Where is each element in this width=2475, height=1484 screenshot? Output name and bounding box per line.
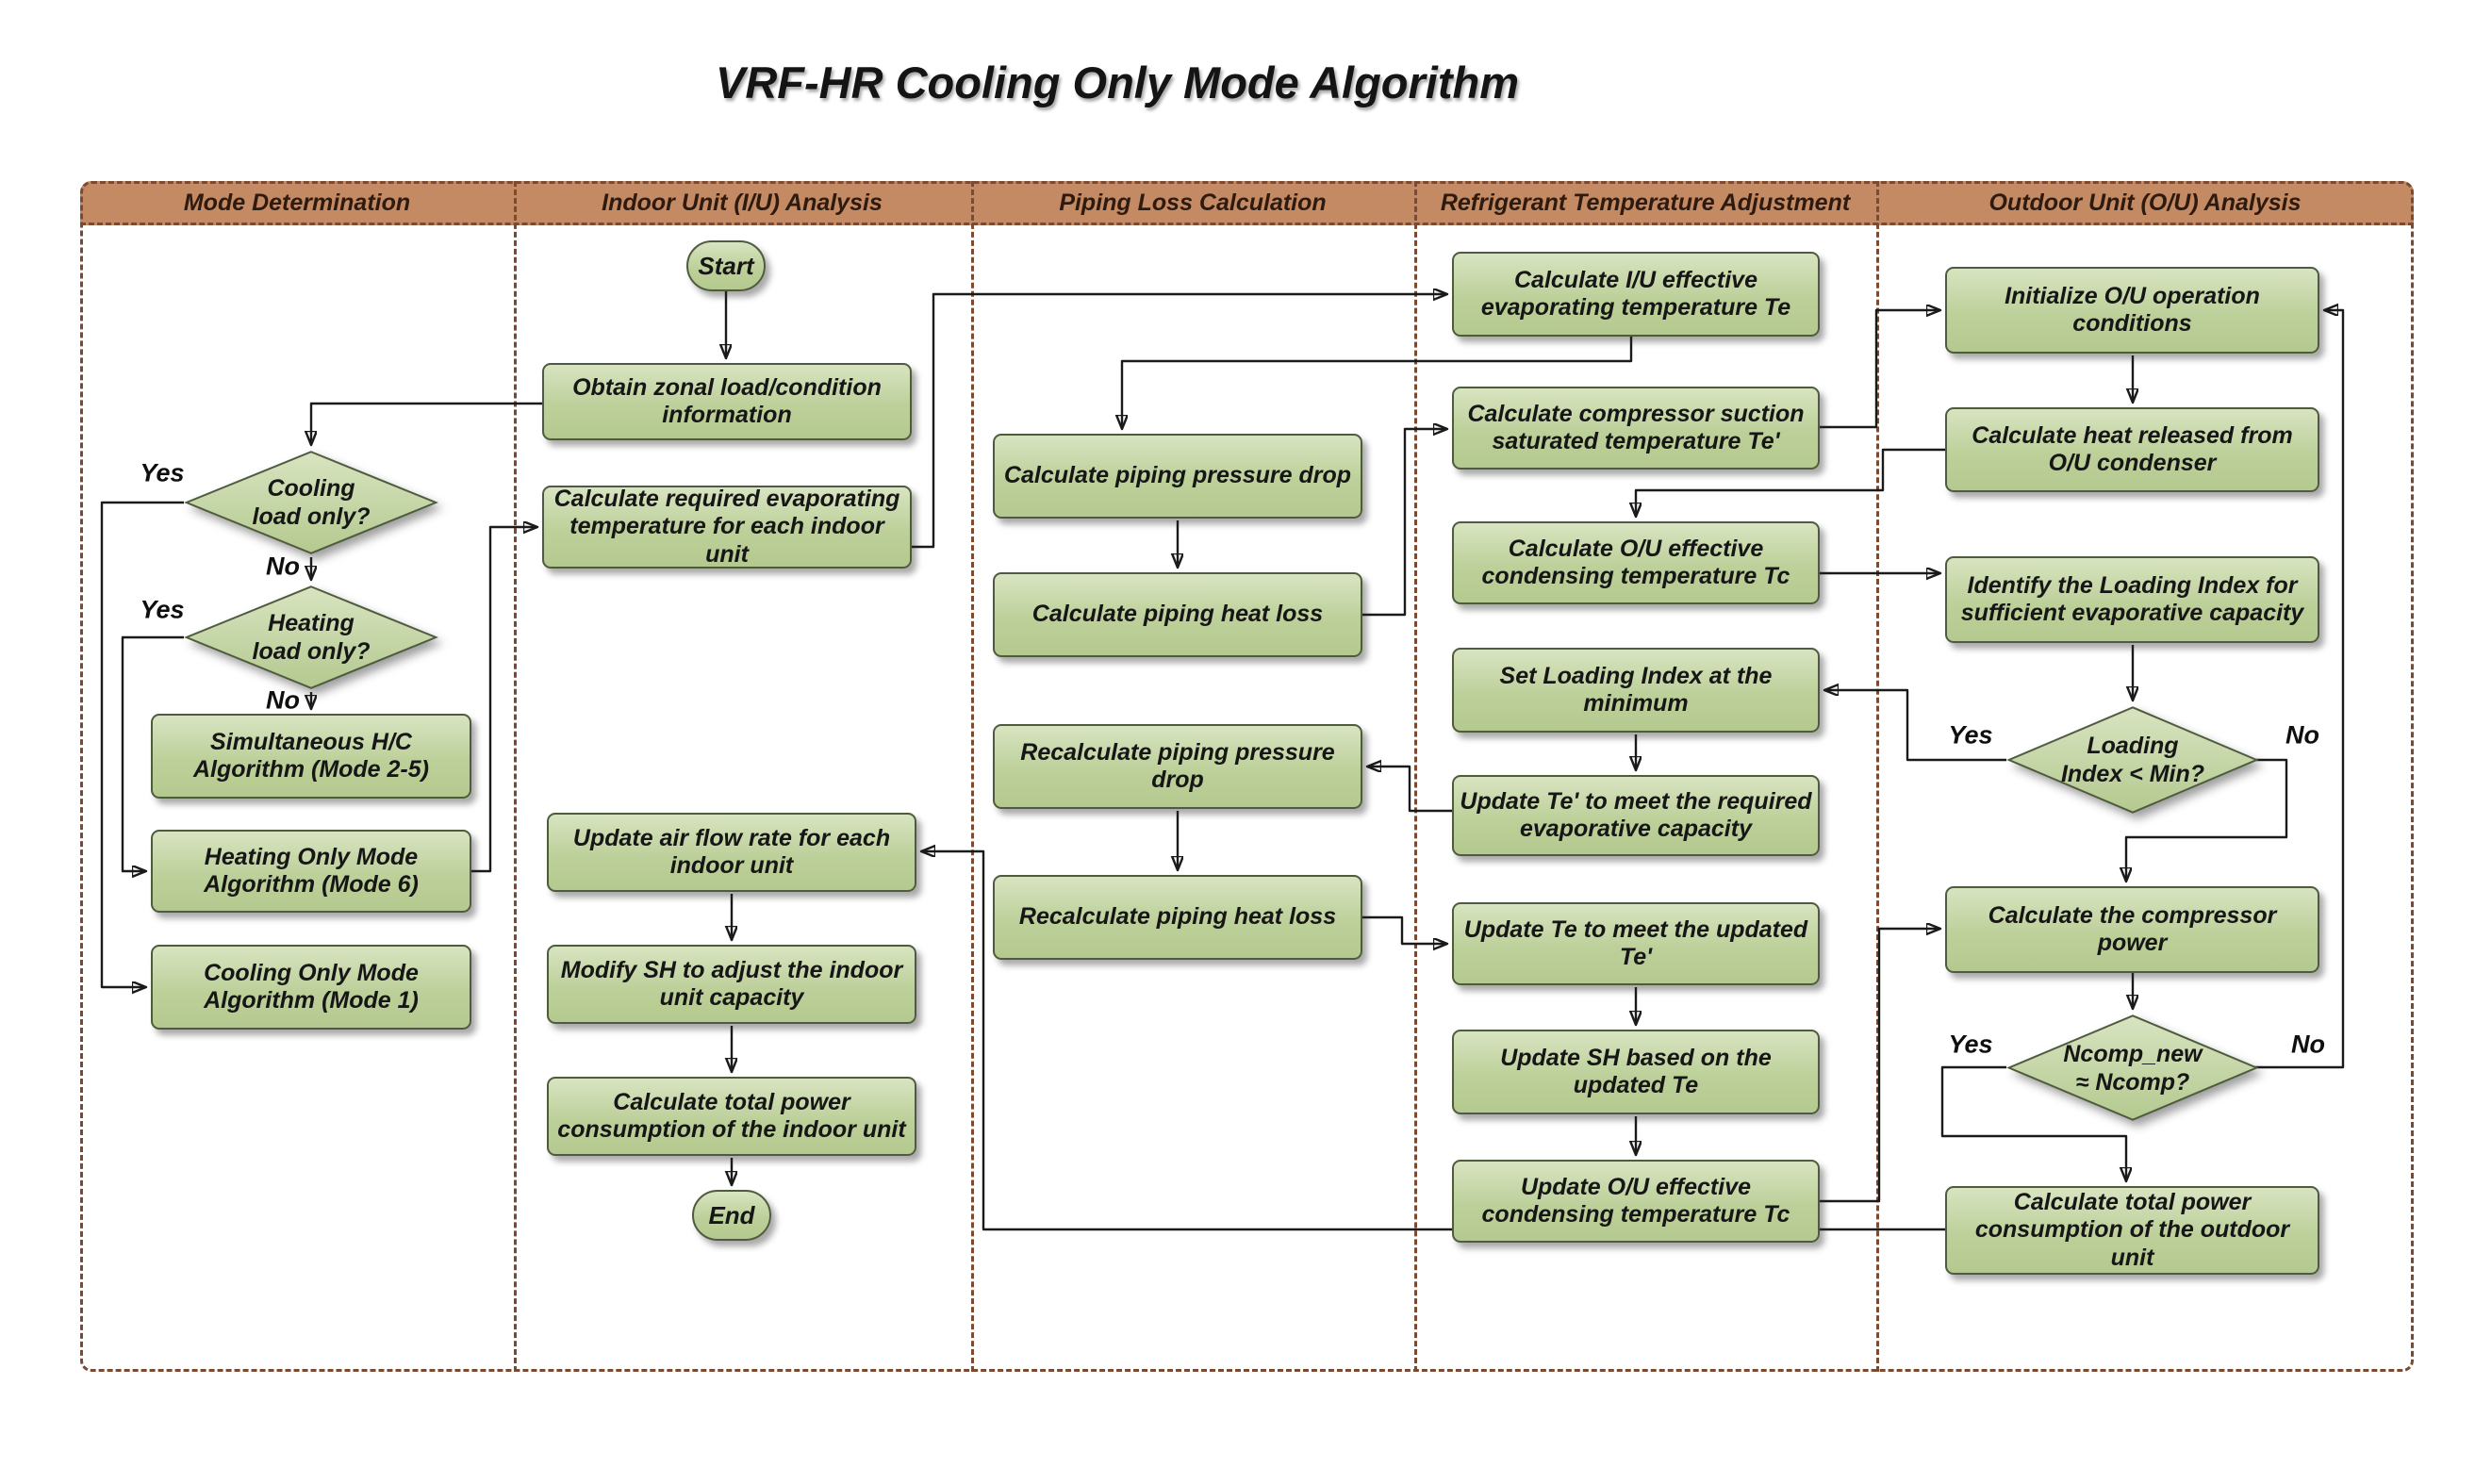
process-calc-ou-effective-condensing-tc: Calculate O/U effective condensing tempe… [1452,521,1820,604]
process-indoor-unit-total-power: Calculate total power consumption of the… [547,1077,916,1156]
edge-mode6-to-calcreq [471,527,536,873]
process-calc-compressor-suction-teprime: Calculate compressor suction saturated t… [1452,387,1820,470]
edge-heating-yes-to-mode6 [121,635,184,871]
process-recalc-piping-pressure-drop: Recalculate piping pressure drop [993,724,1362,809]
process-update-teprime-required-capacity: Update Te' to meet the required evaporat… [1452,775,1820,856]
process-calc-required-evaporating-temperature: Calculate required evaporating temperatu… [542,486,912,569]
lane-divider [1876,181,1879,1372]
edge-label-yes-heating: Yes [140,595,185,624]
edge-label-yes-ncomp: Yes [1948,1030,1993,1059]
edge-teprime-to-init [1813,310,1939,429]
edge-heat-loss-to-teprime [1362,429,1445,617]
lane-title-mode-determination: Mode Determination [183,190,411,216]
edge-calcreq-to-te [912,294,1445,549]
terminator-end: End [692,1190,771,1241]
decision-label: Loading Index < Min? [2060,733,2205,787]
edge-ncomp-yes-to-outdoor-power [1940,1065,2126,1179]
process-update-ou-effective-condensing-tc: Update O/U effective condensing temperat… [1452,1160,1820,1243]
process-calc-iu-effective-evaporating-te: Calculate I/U effective evaporating temp… [1452,252,1820,337]
edge-obtain-to-cooling-decision [311,402,542,443]
edge-update-tc-to-compressor [1820,929,1939,1203]
edge-label-no-loading: No [2285,720,2319,750]
decision-label: Cooling load only? [252,475,371,530]
edge-te-to-pressure-drop [1122,337,1633,427]
edge-cooling-yes-to-mode1 [100,501,184,987]
edge-recalc-loss-to-update-te [1362,915,1445,944]
process-outdoor-unit-total-power: Calculate total power consumption of the… [1945,1186,2319,1275]
decision-ncomp-new-equals-ncomp: Ncomp_new ≈ Ncomp? [2006,1014,2259,1122]
process-update-air-flow-rate: Update air flow rate for each indoor uni… [547,813,916,892]
decision-label: Heating load only? [252,610,371,665]
process-recalc-piping-heat-loss: Recalculate piping heat loss [993,875,1362,960]
edge-label-no-heating: No [266,685,300,715]
process-identify-loading-index: Identify the Loading Index for sufficien… [1945,556,2319,643]
process-calc-piping-heat-loss: Calculate piping heat loss [993,572,1362,657]
edge-ncomp-no-to-init [2252,310,2345,1069]
edge-label-no-ncomp: No [2291,1030,2325,1059]
process-cooling-only-mode-algorithm: Cooling Only Mode Algorithm (Mode 1) [151,945,471,1030]
edge-heat-released-to-tc [1636,448,1945,515]
flowchart-title: VRF-HR Cooling Only Mode Algorithm [715,58,1519,107]
process-calc-heat-released-condenser: Calculate heat released from O/U condens… [1945,407,2319,492]
edge-label-yes-cooling: Yes [140,458,185,487]
lane-header-band [80,181,2414,225]
lane-divider [514,181,517,1372]
lane-title-piping-loss-calculation: Piping Loss Calculation [1059,190,1327,216]
edge-update-teprime-to-recalc-drop [1369,767,1452,813]
decision-cooling-load-only: Cooling load only? [184,450,438,555]
lane-title-refrigerant-temperature-adjustment: Refrigerant Temperature Adjustment [1440,190,1851,216]
diagram-outer-border [80,181,2414,1372]
edge-label-no-cooling: No [266,552,300,581]
decision-label: Ncomp_new ≈ Ncomp? [2063,1040,2203,1096]
lane-title-indoor-unit-analysis: Indoor Unit (I/U) Analysis [602,190,883,216]
process-update-te-to-updated-teprime: Update Te to meet the updated Te' [1452,902,1820,985]
process-heating-only-mode-algorithm: Heating Only Mode Algorithm (Mode 6) [151,830,471,913]
process-calc-compressor-power: Calculate the compressor power [1945,886,2319,973]
process-calc-piping-pressure-drop: Calculate piping pressure drop [993,434,1362,519]
process-initialize-ou-operation: Initialize O/U operation conditions [1945,267,2319,354]
lane-divider [1414,181,1417,1372]
lane-divider [971,181,974,1372]
terminator-start: Start [686,240,766,291]
edge-label-yes-loading: Yes [1948,720,1993,750]
process-set-loading-index-minimum: Set Loading Index at the minimum [1452,648,1820,733]
edge-loading-yes-to-setload [1826,690,2006,762]
lane-title-outdoor-unit-analysis: Outdoor Unit (O/U) Analysis [1988,190,2302,216]
process-update-sh-based-on-te: Update SH based on the updated Te [1452,1030,1820,1114]
edge-loading-no-to-compressor [2126,758,2288,880]
process-simultaneous-hc-algorithm: Simultaneous H/C Algorithm (Mode 2-5) [151,714,471,799]
process-modify-sh-adjust-capacity: Modify SH to adjust the indoor unit capa… [547,945,916,1024]
decision-loading-index-min: Loading Index < Min? [2006,705,2259,815]
decision-heating-load-only: Heating load only? [184,585,438,690]
process-obtain-zonal-load-info: Obtain zonal load/condition information [542,363,912,440]
